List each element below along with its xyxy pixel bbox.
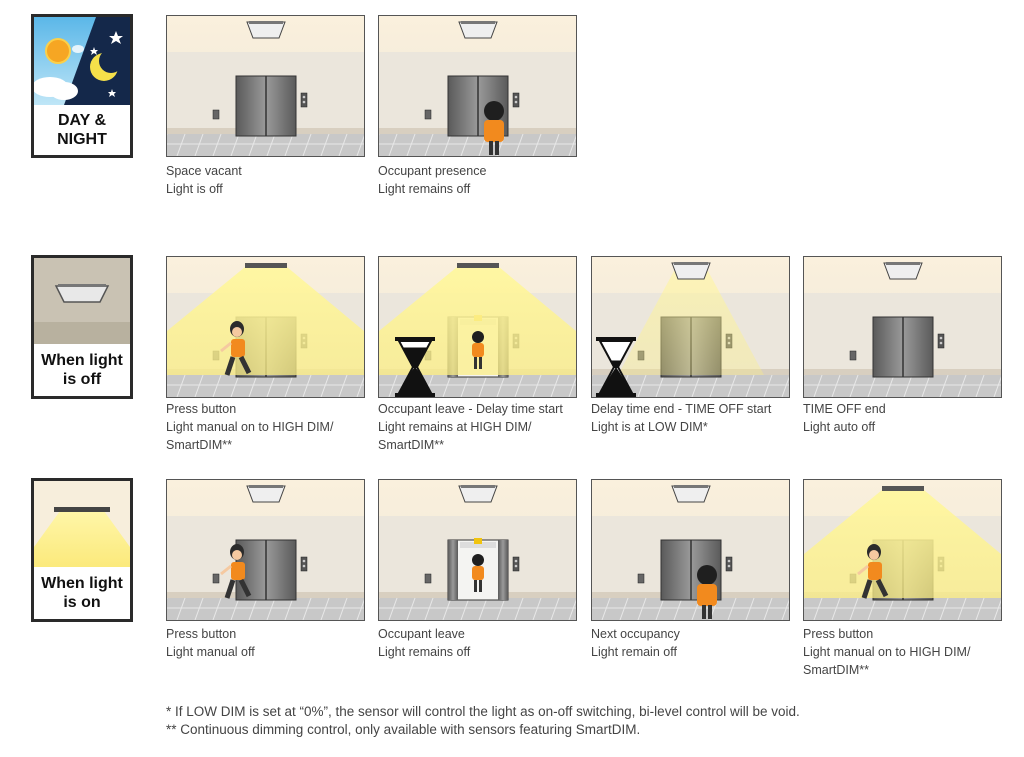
caption: Next occupancy Light remain off — [591, 625, 806, 661]
light-on-label-1: When light — [41, 575, 123, 592]
sun-moon-icon — [34, 17, 130, 105]
caption-line: Light manual on to HIGH DIM/ — [803, 645, 971, 659]
scene-press-button-off — [166, 479, 365, 621]
caption-line: Occupant leave — [378, 627, 465, 641]
caption-line: SmartDIM** — [378, 438, 444, 452]
caption: Press button Light manual on to HIGH DIM… — [803, 625, 1018, 679]
scene-time-off-end — [803, 256, 1002, 398]
caption: Press button Light manual off — [166, 625, 381, 661]
caption: Occupant leave - Delay time start Light … — [378, 400, 593, 454]
light-off-label-1: When light — [41, 352, 123, 369]
caption-line: Light manual on to HIGH DIM/ — [166, 420, 334, 434]
caption-line: Light auto off — [803, 420, 876, 434]
scene-occupant-leave — [378, 479, 577, 621]
day-night-label-2: NIGHT — [57, 131, 107, 148]
scene-press-button-on — [166, 256, 365, 398]
ceiling-light-on-icon — [34, 481, 130, 569]
scene-next-occupancy — [591, 479, 790, 621]
light-on-icon-box: When light is on — [31, 478, 133, 622]
caption-line: Next occupancy — [591, 627, 680, 641]
scene-press-button-high — [803, 479, 1002, 621]
caption-line: TIME OFF end — [803, 402, 886, 416]
day-night-icon-box: DAY & NIGHT — [31, 14, 133, 158]
caption-line: Space vacant — [166, 164, 242, 178]
caption-line: Press button — [166, 402, 237, 416]
caption-line: Light remains at HIGH DIM/ — [378, 420, 532, 434]
light-off-icon-box: When light is off — [31, 255, 133, 399]
caption-line: SmartDIM** — [166, 438, 232, 452]
day-night-label-1: DAY & — [57, 112, 107, 129]
caption-line: SmartDIM** — [803, 663, 869, 677]
caption-line: Light remains off — [378, 182, 471, 196]
scene-delay-end-low-dim — [591, 256, 790, 398]
footnote-low-dim: * If LOW DIM is set at “0%”, the sensor … — [166, 704, 800, 719]
ceiling-light-off-icon — [34, 258, 130, 346]
caption: TIME OFF end Light auto off — [803, 400, 1018, 436]
caption-line: Light remains off — [378, 645, 471, 659]
caption: Press button Light manual on to HIGH DIM… — [166, 400, 381, 454]
caption-line: Press button — [803, 627, 874, 641]
caption-line: Light remain off — [591, 645, 677, 659]
caption: Space vacant Light is off — [166, 162, 381, 198]
light-off-label-2: is off — [62, 371, 102, 388]
caption-line: Light is off — [166, 182, 223, 196]
caption-line: Light is at LOW DIM* — [591, 420, 708, 434]
scene-space-vacant — [166, 15, 365, 157]
caption: Occupant leave Light remains off — [378, 625, 593, 661]
caption: Delay time end - TIME OFF start Light is… — [591, 400, 806, 436]
caption-line: Delay time end - TIME OFF start — [591, 402, 772, 416]
caption-line: Light manual off — [166, 645, 255, 659]
caption-line: Occupant leave - Delay time start — [378, 402, 563, 416]
scene-occupant-leave-delay — [378, 256, 577, 398]
light-on-label-2: is on — [63, 594, 101, 611]
footnote-smartdim: ** Continuous dimming control, only avai… — [166, 722, 641, 737]
scene-occupant-presence — [378, 15, 577, 157]
caption: Occupant presence Light remains off — [378, 162, 593, 198]
caption-line: Press button — [166, 627, 237, 641]
caption-line: Occupant presence — [378, 164, 487, 178]
